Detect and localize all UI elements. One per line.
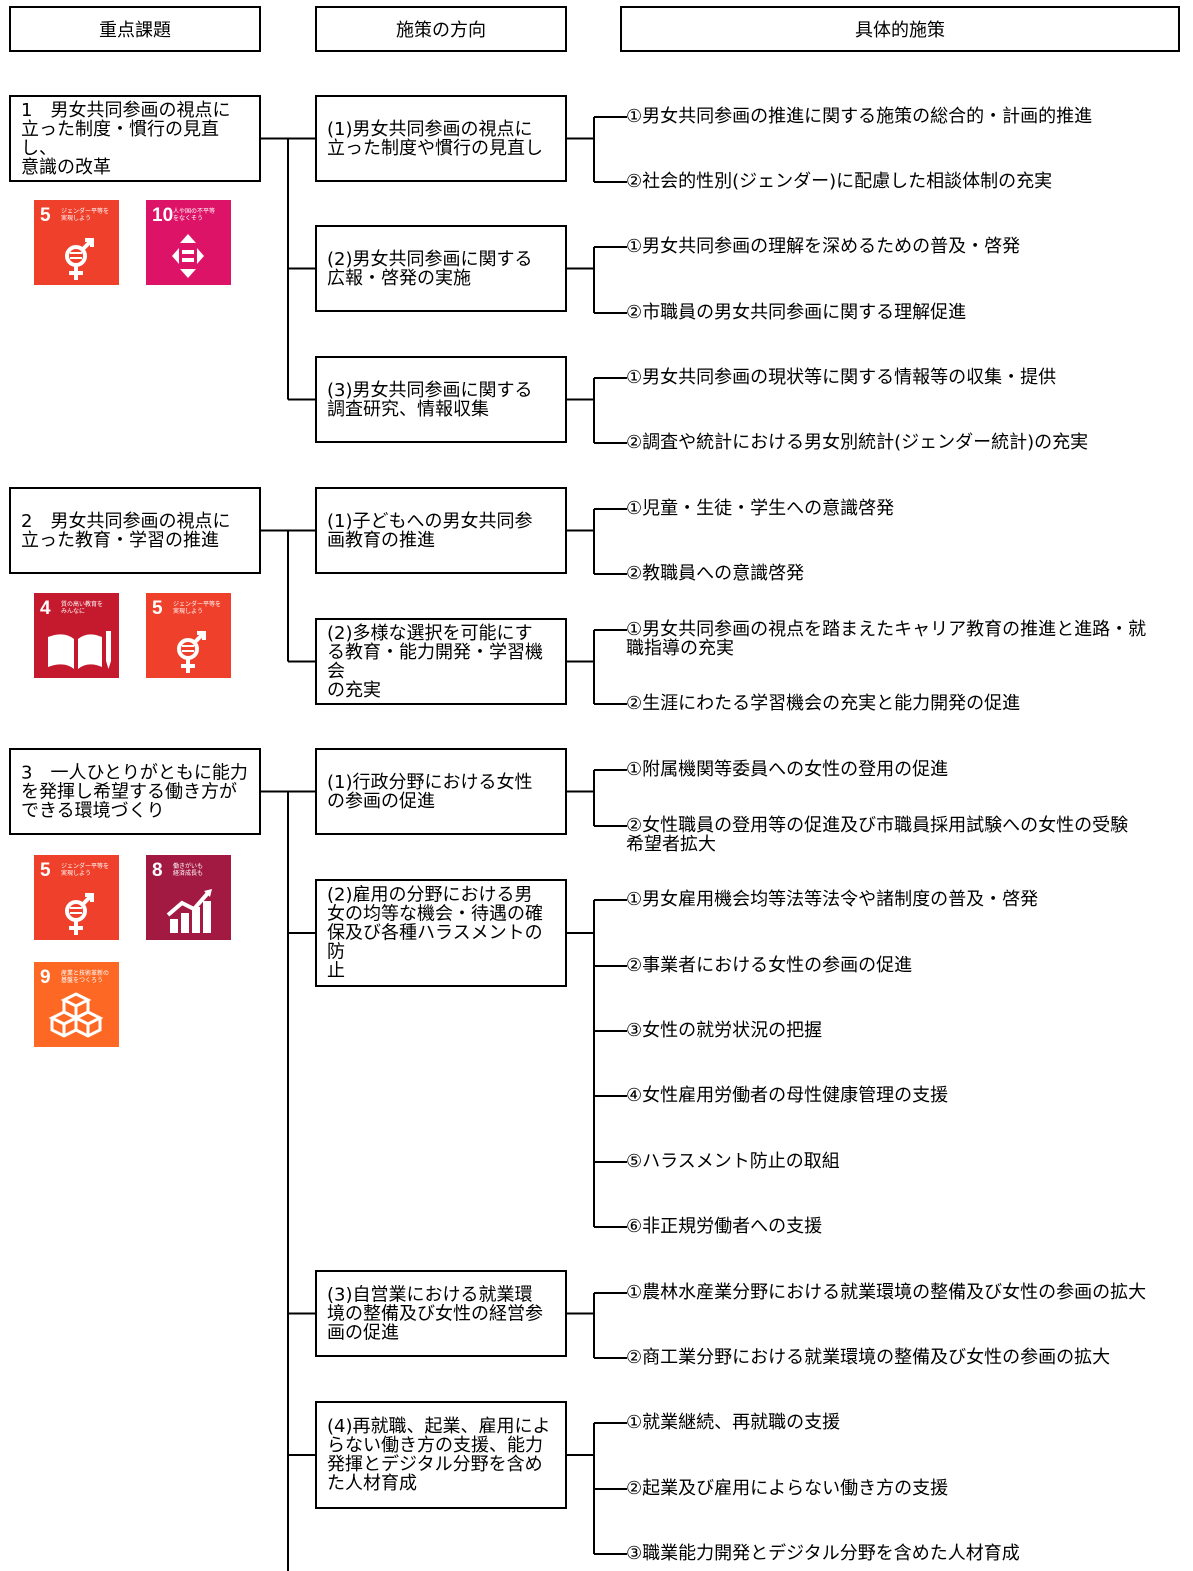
economic-growth-icon <box>166 889 212 933</box>
specific-measure-3-4-1: ①就業継続、再就職の支援 <box>626 1412 841 1433</box>
sdg-goal-8-badge: 8 働きがいも 経済成長も <box>146 855 231 940</box>
sdg-goal-caption: 質の高い教育を みんなに <box>61 601 104 615</box>
specific-measure-3-4-2: ②起業及び雇用によらない働き方の支援 <box>626 1478 949 1499</box>
header-policy-direction: 施策の方向 <box>315 6 567 52</box>
direction-box-3-3: (3)自営業における就業環 境の整備及び女性の経営参 画の促進 <box>315 1270 567 1357</box>
direction-box-1-1: (1)男女共同参画の視点に 立った制度や慣行の見直し <box>315 95 567 182</box>
direction-box-3-2-label: (2)雇用の分野における男 女の均等な機会・待遇の確 保及び各種ハラスメントの防… <box>327 884 543 982</box>
quality-education-icon <box>48 631 111 669</box>
priority-issue-box-3-label: 3 一人ひとりがともに能力 を発揮し希望する働き方が できる環境づくり <box>21 762 248 821</box>
sdg-goal-9-badge: 9 産業と技術革新の 基盤をつくろう <box>34 962 119 1047</box>
industry-innovation-icon <box>48 992 104 1038</box>
direction-box-2-2: (2)多様な選択を可能にす る教育・能力開発・学習機会 の充実 <box>315 618 567 705</box>
specific-measure-2-2-2: ②生涯にわたる学習機会の充実と能力開発の促進 <box>626 693 1021 714</box>
direction-box-2-1-label: (1)子どもへの男女共同参 画教育の推進 <box>327 510 533 551</box>
specific-measure-3-4-3: ③職業能力開発とデジタル分野を含めた人材育成 <box>626 1543 1020 1564</box>
specific-measure-2-2-1: ①男女共同参画の視点を踏まえたキャリア教育の推進と進路・就 職指導の充実 <box>626 619 1147 659</box>
gender-equality-icon <box>65 238 94 280</box>
sdg-goal-number: 9 <box>40 967 51 988</box>
direction-box-1-2-label: (2)男女共同参画に関する 広報・啓発の実施 <box>327 248 533 289</box>
specific-measure-2-1-2: ②教職員への意識啓発 <box>626 563 805 584</box>
specific-measure-3-3-2: ②商工業分野における就業環境の整備及び女性の参画の拡大 <box>626 1347 1111 1368</box>
specific-measure-3-2-1: ①男女雇用機会均等法等法令や諸制度の普及・啓発 <box>626 889 1039 910</box>
priority-issue-box-1-label: 1 男女共同参画の視点に 立った制度・慣行の見直し、 意識の改革 <box>21 99 231 178</box>
sdg-goal-number: 4 <box>40 598 51 619</box>
specific-measure-2-1-1: ①児童・生徒・学生への意識啓発 <box>626 498 895 519</box>
specific-measure-1-3-2: ②調査や統計における男女別統計(ジェンダー統計)の充実 <box>626 432 1089 453</box>
sdg-goal-caption: 人や国の不平等 をなくそう <box>173 208 216 222</box>
specific-measure-3-1-1: ①附属機関等委員への女性の登用の促進 <box>626 759 949 780</box>
specific-measure-3-1-2: ②女性職員の登用等の促進及び市職員採用試験への女性の受験 希望者拡大 <box>626 815 1129 855</box>
direction-box-1-2: (2)男女共同参画に関する 広報・啓発の実施 <box>315 225 567 312</box>
priority-issue-box-2-label: 2 男女共同参画の視点に 立った教育・学習の推進 <box>21 510 231 551</box>
reduced-inequalities-icon <box>172 234 204 278</box>
sdg-goal-caption: 働きがいも 経済成長も <box>173 863 204 877</box>
specific-measure-3-2-4: ④女性雇用労働者の母性健康管理の支援 <box>626 1085 949 1106</box>
specific-measure-1-1-2: ②社会的性別(ジェンダー)に配慮した相談体制の充実 <box>626 171 1053 192</box>
direction-box-3-4: (4)再就職、起業、雇用によ らない働き方の支援、能力 発揮とデジタル分野を含め… <box>315 1401 567 1509</box>
specific-measure-1-2-1: ①男女共同参画の理解を深めるための普及・啓発 <box>626 236 1021 257</box>
gender-equality-icon <box>65 893 94 935</box>
specific-measure-3-2-2: ②事業者における女性の参画の促進 <box>626 955 913 976</box>
specific-measure-1-2-2: ②市職員の男女共同参画に関する理解促進 <box>626 302 967 323</box>
specific-measure-3-2-6: ⑥非正規労働者への支援 <box>626 1216 823 1237</box>
priority-issue-box-1: 1 男女共同参画の視点に 立った制度・慣行の見直し、 意識の改革 <box>9 95 261 182</box>
specific-measure-1-3-1: ①男女共同参画の現状等に関する情報等の収集・提供 <box>626 367 1057 388</box>
direction-box-2-2-label: (2)多様な選択を可能にす る教育・能力開発・学習機会 の充実 <box>327 622 543 701</box>
priority-issue-box-2: 2 男女共同参画の視点に 立った教育・学習の推進 <box>9 487 261 574</box>
direction-box-1-1-label: (1)男女共同参画の視点に 立った制度や慣行の見直し <box>327 118 543 159</box>
direction-box-3-3-label: (3)自営業における就業環 境の整備及び女性の経営参 画の促進 <box>327 1284 543 1343</box>
sdg-goal-5-badge: 5 ジェンダー平等を 実現しよう <box>34 855 119 940</box>
header-specific-measures-label: 具体的施策 <box>855 20 945 41</box>
direction-box-3-1: (1)行政分野における女性 の参画の促進 <box>315 748 567 835</box>
direction-box-3-1-label: (1)行政分野における女性 の参画の促進 <box>327 771 533 812</box>
header-priority-issues: 重点課題 <box>9 6 261 52</box>
gender-equality-icon <box>177 631 206 673</box>
sdg-goal-caption: 産業と技術革新の 基盤をつくろう <box>61 970 110 984</box>
specific-measure-3-2-3: ③女性の就労状況の把握 <box>626 1020 823 1041</box>
specific-measure-3-2-5: ⑤ハラスメント防止の取組 <box>626 1151 840 1172</box>
direction-box-1-3-label: (3)男女共同参画に関する 調査研究、情報収集 <box>327 379 533 420</box>
sdg-goal-4-badge: 4 質の高い教育を みんなに <box>34 593 119 678</box>
sdg-goal-number: 8 <box>152 860 163 881</box>
sdg-goal-5-badge: 5 ジェンダー平等を 実現しよう <box>146 593 231 678</box>
priority-issue-box-3: 3 一人ひとりがともに能力 を発揮し希望する働き方が できる環境づくり <box>9 748 261 835</box>
header-specific-measures: 具体的施策 <box>620 6 1180 52</box>
header-policy-direction-label: 施策の方向 <box>396 20 486 41</box>
sdg-goal-number: 10 <box>152 205 174 226</box>
direction-box-3-2: (2)雇用の分野における男 女の均等な機会・待遇の確 保及び各種ハラスメントの防… <box>315 879 567 987</box>
specific-measure-1-1-1: ①男女共同参画の推進に関する施策の総合的・計画的推進 <box>626 106 1093 127</box>
sdg-goal-caption: ジェンダー平等を 実現しよう <box>61 208 110 222</box>
sdg-goal-caption: ジェンダー平等を 実現しよう <box>61 863 110 877</box>
sdg-goal-number: 5 <box>40 205 51 226</box>
sdg-goal-5-badge: 5 ジェンダー平等を 実現しよう <box>34 200 119 285</box>
sdg-goal-number: 5 <box>40 860 51 881</box>
sdg-goal-number: 5 <box>152 598 163 619</box>
sdg-goal-caption: ジェンダー平等を 実現しよう <box>173 601 222 615</box>
direction-box-1-3: (3)男女共同参画に関する 調査研究、情報収集 <box>315 356 567 443</box>
direction-box-3-4-label: (4)再就職、起業、雇用によ らない働き方の支援、能力 発揮とデジタル分野を含め… <box>327 1416 551 1494</box>
direction-box-2-1: (1)子どもへの男女共同参 画教育の推進 <box>315 487 567 574</box>
specific-measure-3-3-1: ①農林水産業分野における就業環境の整備及び女性の参画の拡大 <box>626 1282 1147 1303</box>
header-priority-issues-label: 重点課題 <box>99 20 171 41</box>
